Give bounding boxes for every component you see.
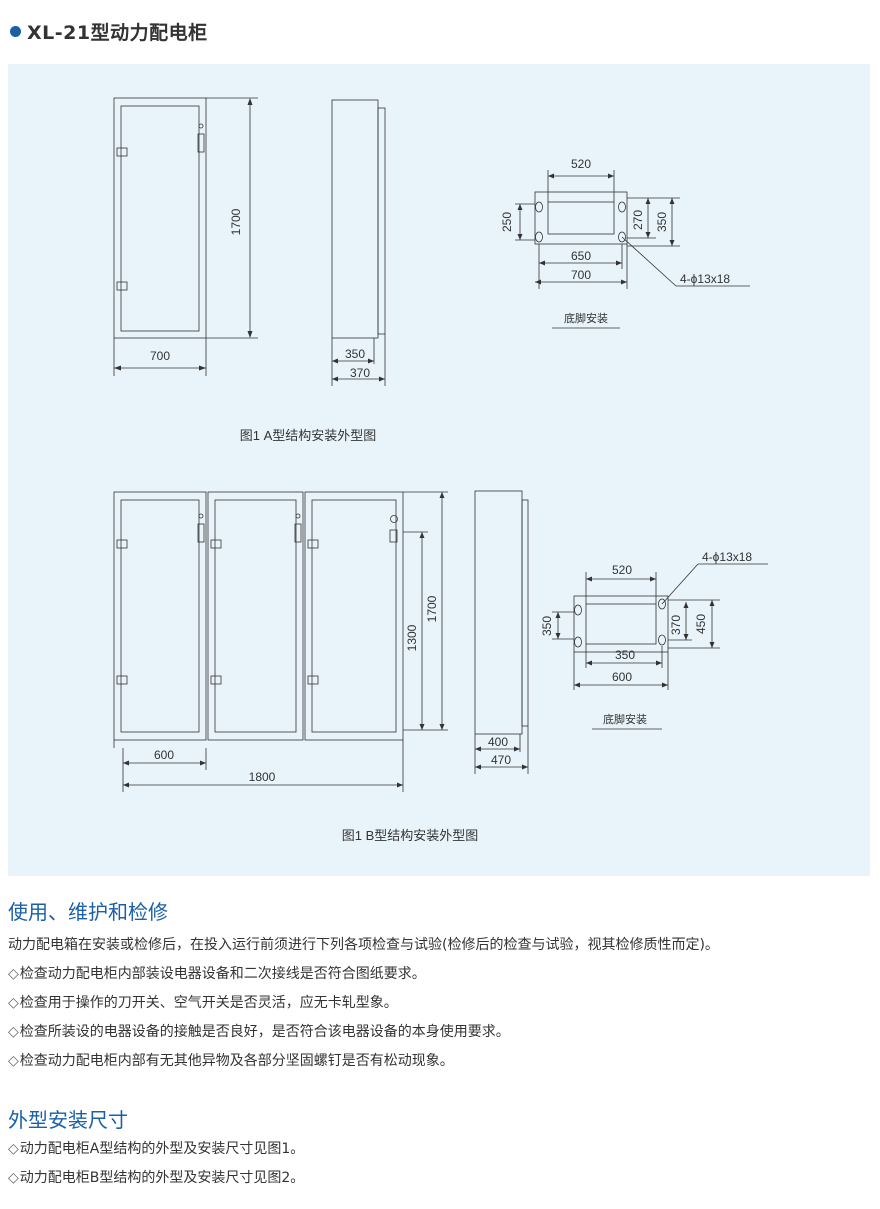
figure-b-caption: 图1 B型结构安装外型图 bbox=[342, 828, 479, 843]
figure-a-side-view: 350 370 bbox=[331, 99, 386, 386]
figure-a-base-view: 520 650 700 250 bbox=[500, 157, 750, 329]
figure-a-base-w-top: 520 bbox=[571, 157, 591, 171]
list-item: ◇检查用于操作的刀开关、空气开关是否灵活，应无卡轧型象。 bbox=[8, 995, 398, 1011]
section-dimensions: 外型安装尺寸 ◇动力配电柜A型结构的外型及安装尺寸见图1。 ◇动力配电柜B型结构… bbox=[8, 1105, 868, 1188]
figure-b-dim-depth-outer: 470 bbox=[491, 753, 511, 767]
figure-a-base-w-mid: 650 bbox=[571, 249, 591, 263]
list-item: ◇检查所装设的电器设备的接触是否良好，是否符合该电器设备的本身使用要求。 bbox=[8, 1024, 510, 1040]
figure-a-dim-depth-outer: 370 bbox=[350, 366, 370, 380]
figure-a-dim-width: 700 bbox=[150, 349, 170, 363]
section-dimensions-heading: 外型安装尺寸 bbox=[8, 1108, 128, 1132]
figure-a-base-h-left: 250 bbox=[500, 212, 514, 232]
figure-a-dim-depth-inner: 350 bbox=[345, 347, 365, 361]
figure-b-base-w-mid: 350 bbox=[615, 648, 635, 662]
figure-a-front-view bbox=[113, 97, 207, 339]
figure-a: 1700 700 350 370 bbox=[113, 97, 750, 443]
list-item: ◇动力配电柜A型结构的外型及安装尺寸见图1。 bbox=[8, 1141, 305, 1157]
diamond-bullet-icon: ◇ bbox=[8, 995, 19, 1011]
figure-b-base-label: 底脚安装 bbox=[603, 712, 647, 726]
figure-b-base-w-bottom: 600 bbox=[612, 670, 632, 684]
list-item: ◇检查动力配电柜内部装设电器设备和二次接线是否符合图纸要求。 bbox=[8, 966, 426, 982]
page-title-row: XL-21型动力配电柜 bbox=[8, 14, 208, 48]
figure-b-base-h-right-outer: 450 bbox=[694, 614, 708, 634]
diamond-bullet-icon: ◇ bbox=[8, 1141, 19, 1157]
figure-a-base-holes: 4-ϕ13x18 bbox=[680, 272, 730, 286]
figure-a-width-dim: 700 bbox=[113, 338, 207, 376]
page-title: XL-21型动力配电柜 bbox=[27, 21, 208, 44]
figure-b-base-w-top: 520 bbox=[612, 563, 632, 577]
section-usage: 使用、维护和检修 动力配电箱在安装或检修后，在投入运行前须进行下列各项检查与试验… bbox=[8, 897, 868, 1071]
diamond-bullet-icon: ◇ bbox=[8, 1170, 19, 1186]
figure-b-base-view: 520 350 600 350 bbox=[540, 550, 768, 730]
technical-drawings: 1700 700 350 370 bbox=[113, 97, 768, 843]
title-bullet-dot bbox=[10, 25, 21, 37]
figure-b-dim-depth-inner: 400 bbox=[488, 735, 508, 749]
diamond-bullet-icon: ◇ bbox=[8, 1053, 19, 1069]
figure-a-base-h-right-inner: 270 bbox=[631, 210, 645, 230]
figure-a-caption: 图1 A型结构安装外型图 bbox=[240, 428, 377, 443]
figure-b-side-view: 400 470 bbox=[474, 490, 529, 774]
figure-b-height-dims: 1300 1700 bbox=[403, 491, 448, 731]
figure-a-dim-height: 1700 bbox=[229, 208, 243, 235]
figure-a-base-w-bottom: 700 bbox=[571, 268, 591, 282]
list-item: ◇检查动力配电柜内部有无其他异物及各部分坚固螺钉是否有松动现象。 bbox=[8, 1053, 454, 1069]
figure-b-dim-unit-width: 600 bbox=[154, 748, 174, 762]
figure-b-dim-height-outer: 1700 bbox=[425, 595, 439, 622]
figure-b-base-h-left: 350 bbox=[540, 616, 554, 636]
figure-b-dim-total-width: 1800 bbox=[249, 770, 276, 784]
figure-b: 1300 1700 600 1800 bbox=[113, 490, 768, 843]
diamond-bullet-icon: ◇ bbox=[8, 1024, 19, 1040]
figure-b-front-view bbox=[113, 491, 404, 748]
figure-a-height-dim: 1700 bbox=[206, 97, 258, 339]
figure-b-width-dims: 600 1800 bbox=[122, 748, 404, 792]
figure-a-base-h-right-outer: 350 bbox=[655, 212, 669, 232]
figure-a-base-label: 底脚安装 bbox=[564, 311, 608, 325]
drawing-panel: 1700 700 350 370 bbox=[8, 64, 870, 876]
section-usage-intro: 动力配电箱在安装或检修后，在投入运行前须进行下列各项检查与试验(检修后的检查与试… bbox=[8, 937, 719, 953]
diamond-bullet-icon: ◇ bbox=[8, 966, 19, 982]
figure-b-base-h-right-inner: 370 bbox=[669, 615, 683, 635]
figure-b-base-holes: 4-ϕ13x18 bbox=[702, 550, 752, 564]
section-usage-heading: 使用、维护和检修 bbox=[8, 900, 168, 924]
figure-b-dim-height-inner: 1300 bbox=[405, 624, 419, 651]
list-item: ◇动力配电柜B型结构的外型及安装尺寸见图2。 bbox=[8, 1170, 305, 1186]
